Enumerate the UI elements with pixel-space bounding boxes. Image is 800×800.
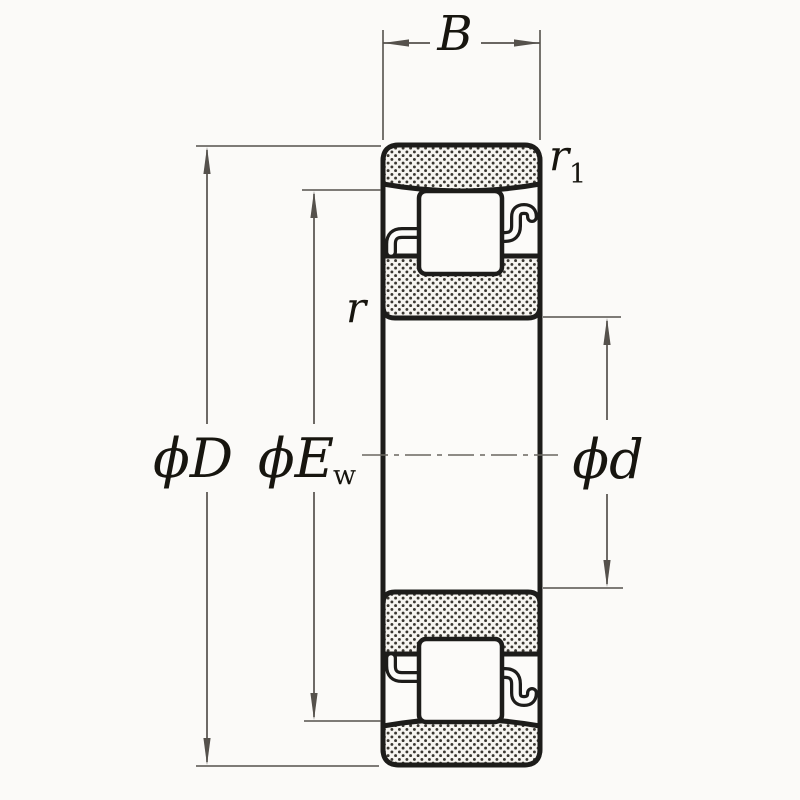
cage-top-right [496,202,538,243]
outer-corner-radius-callout: r 1 [549,131,586,190]
inner-corner-radius-label: r [346,283,369,332]
roller-bottom [416,636,505,725]
cage-bottom-left [385,652,425,683]
raceway-diameter-label: ϕE [258,427,334,490]
outer-corner-radius-subscript: 1 [569,159,586,190]
raceway-diameter-dimension: ϕE w [258,189,381,722]
raceway-diameter-subscript: w [333,460,356,491]
cage-bottom-right [496,667,538,708]
cage-top-left [385,227,425,258]
width-dimension: B [382,6,541,140]
outer-corner-radius-label: r [549,131,572,180]
bore-diameter-label: ϕd [572,428,643,491]
outer-diameter-dimension: ϕD [153,145,381,767]
width-label: B [436,6,472,62]
outer-ring-top-section [380,142,543,194]
roller-top [416,188,505,277]
outer-ring-bottom-section [380,716,543,768]
bore-diameter-dimension: ϕd [543,316,644,589]
outer-diameter-label: ϕD [153,427,233,490]
